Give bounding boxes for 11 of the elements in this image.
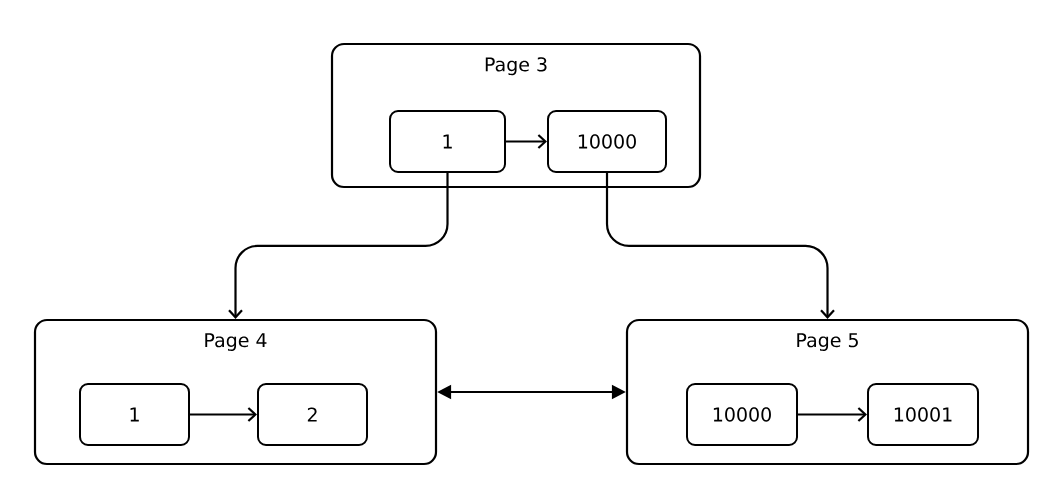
value-box: 1 (79, 383, 190, 446)
value-box: 1 (389, 110, 506, 173)
value-box: 10000 (547, 110, 667, 173)
arrow (506, 134, 547, 149)
value-box: 10001 (867, 383, 979, 446)
arrow (798, 407, 867, 422)
value-box: 10000 (686, 383, 798, 446)
value-box: 2 (257, 383, 368, 446)
arrow (228, 173, 449, 319)
arrow (190, 407, 257, 422)
arrow (605, 173, 835, 319)
